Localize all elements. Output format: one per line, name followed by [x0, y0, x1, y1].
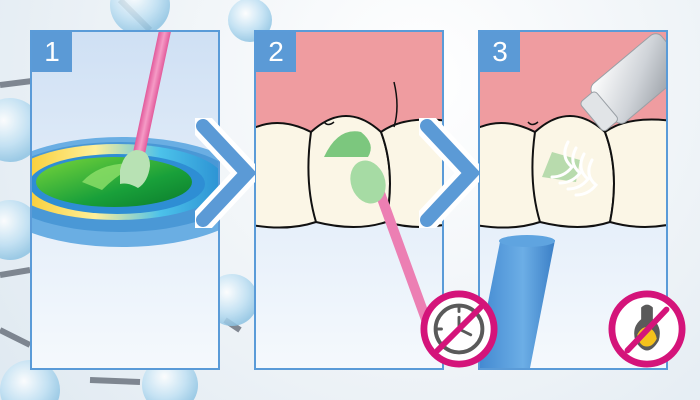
no-light-curing-bulb-icon — [608, 290, 686, 368]
tooth-application-illustration — [256, 32, 442, 333]
step-number-badge: 1 — [32, 32, 72, 72]
paste-well-illustration — [32, 32, 218, 247]
next-step-arrow-icon — [195, 118, 255, 228]
step-2-panel: 2 — [254, 30, 444, 370]
step-1-panel: 1 — [30, 30, 220, 370]
step-number-badge: 2 — [256, 32, 296, 72]
no-waiting-clock-icon — [420, 290, 498, 368]
next-step-arrow-icon — [419, 118, 479, 228]
step-number-badge: 3 — [480, 32, 520, 72]
